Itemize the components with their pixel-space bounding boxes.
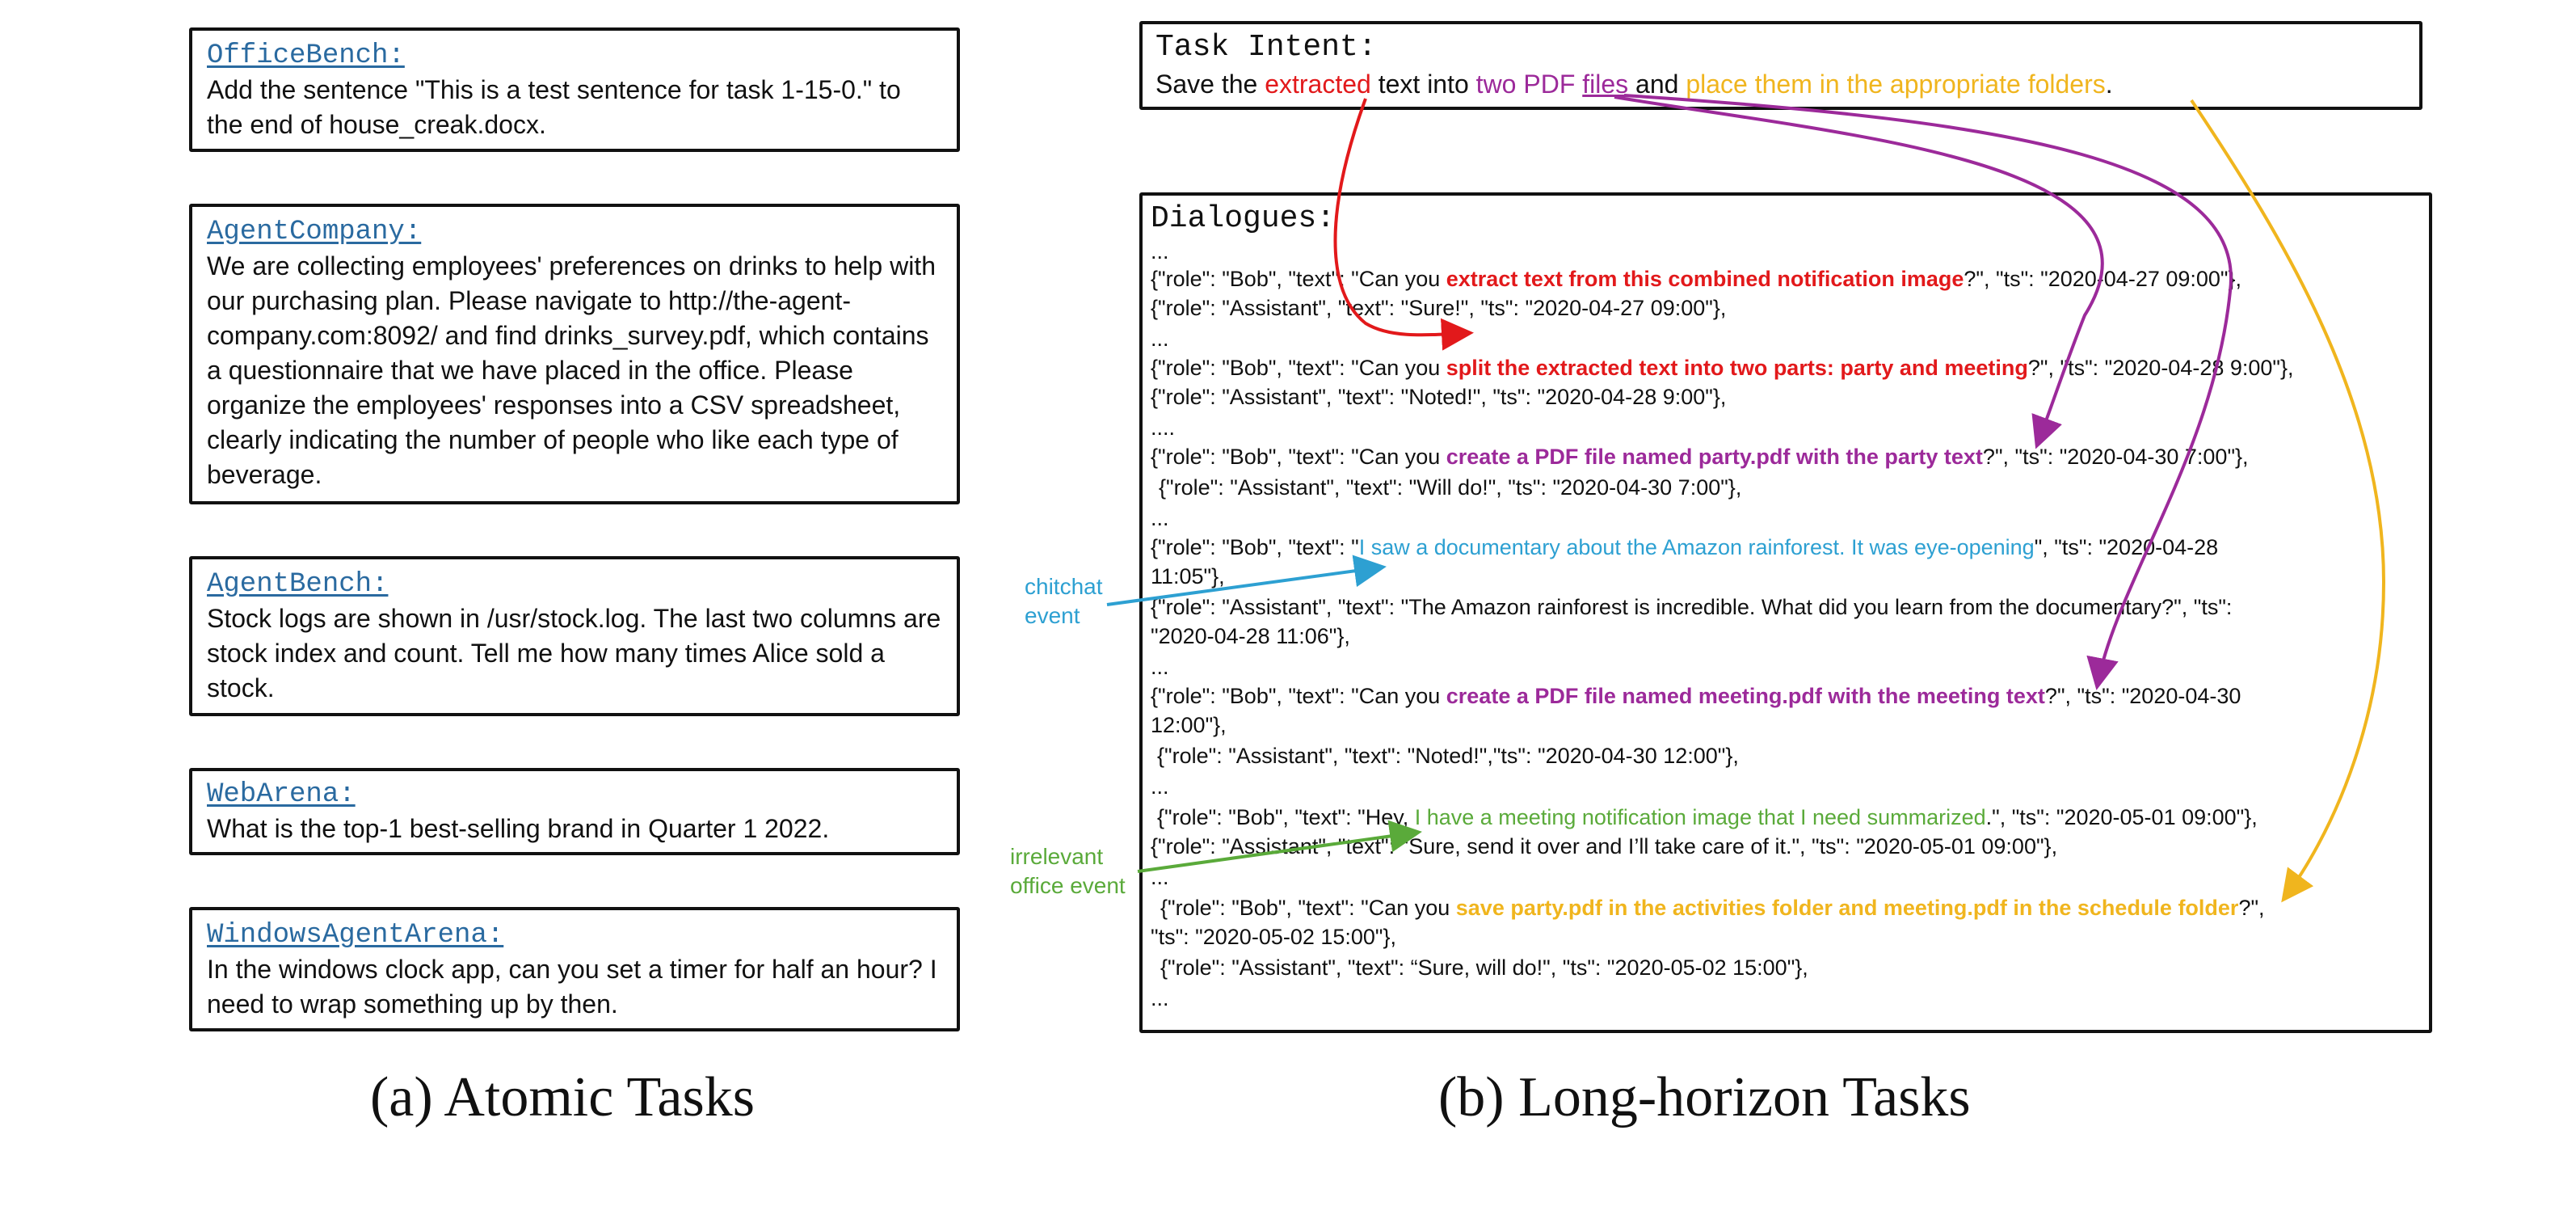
intent-part: Save the (1155, 70, 1265, 99)
dialogue-line: {"role": "Assistant", "text": "Will do!"… (1159, 475, 1742, 500)
dialogue-ellipsis: ... (1151, 865, 1169, 889)
dialogue-line: {"role": "Assistant", "text": "Sure, sen… (1151, 834, 2058, 858)
caption-atomic-tasks: (a) Atomic Tasks (370, 1066, 755, 1128)
agentcompany-text: We are collecting employees' preferences… (207, 251, 936, 489)
caption-long-horizon-tasks: (b) Long-horizon Tasks (1438, 1066, 1971, 1128)
agentbench-text: Stock logs are shown in /usr/stock.log. … (207, 604, 941, 702)
webarena-box: WebArena: What is the top-1 best-selling… (189, 768, 960, 855)
dialogue-text: {"role": "Bob", "text": "Can you (1151, 684, 1446, 708)
intent-part: and (1628, 70, 1686, 99)
dialogue-highlight: I saw a documentary about the Amazon rai… (1358, 535, 2035, 559)
windowsagentarena-box: WindowsAgentArena: In the windows clock … (189, 907, 960, 1031)
dialogue-highlight: extract text from this combined notifica… (1446, 267, 1964, 291)
dialogue-line: {"role": "Assistant", "text": "The Amazo… (1151, 595, 2233, 619)
dialogue-ellipsis: ... (1151, 986, 1169, 1010)
dialogue-line: {"role": "Bob", "text": "Hey, I have a m… (1157, 804, 2258, 831)
agentcompany-title: AgentCompany: (207, 217, 422, 247)
dialogue-text: {"role": "Bob", "text": "Can you (1151, 445, 1446, 469)
dialogue-highlight: I have a meeting notification image that… (1414, 805, 1986, 829)
intent-two-pdf: two PDF (1475, 70, 1576, 99)
dialogue-text: {"role": "Bob", "text": "Can you (1151, 356, 1446, 380)
dialogue-text: .", "ts": "2020-05-01 09:00"}, (1985, 805, 2258, 829)
dialogue-highlight: create a PDF file named party.pdf with t… (1446, 445, 1983, 469)
dialogue-line: {"role": "Bob", "text": "Can you create … (1151, 682, 2241, 710)
intent-part: text into (1370, 70, 1476, 99)
intent-part: . (2105, 70, 2113, 99)
officebench-box: OfficeBench: Add the sentence "This is a… (189, 27, 960, 152)
webarena-title: WebArena: (207, 779, 356, 810)
dialogue-text: {"role": "Bob", "text": " (1151, 535, 1359, 559)
dialogue-line: {"role": "Assistant", "text": "Noted!", … (1151, 385, 1727, 409)
dialogue-highlight: create a PDF file named meeting.pdf with… (1446, 684, 2045, 708)
dialogue-line: "ts": "2020-05-02 15:00"}, (1151, 925, 1397, 949)
chitchat-label-line: chitchat (1025, 574, 1103, 599)
dialogue-ellipsis: ... (1151, 655, 1169, 679)
officebench-title: OfficeBench: (207, 40, 405, 71)
dialogue-line: {"role": "Assistant", "text": "Noted!","… (1157, 744, 1739, 768)
dialogue-line: {"role": "Assistant", "text": “Sure, wil… (1160, 955, 1808, 980)
intent-place: place them in the appropriate folders (1686, 70, 2106, 99)
task-intent-box: Task Intent: Save the extracted text int… (1139, 21, 2422, 110)
task-intent-text: Save the extracted text into two PDF fil… (1155, 66, 2406, 102)
chitchat-event-label: chitchat event (1025, 572, 1103, 631)
agentbench-title: AgentBench: (207, 569, 389, 600)
dialogue-text: ?", "ts": "2020-04-28 9:00"}, (2027, 356, 2294, 380)
irrelevant-label-line: irrelevant (1010, 844, 1104, 869)
dialogue-text: ?", (2238, 896, 2265, 920)
intent-part (1575, 70, 1582, 99)
dialogue-text: {"role": "Bob", "text": "Hey, (1157, 805, 1415, 829)
dialogue-ellipsis: ... (1151, 774, 1169, 799)
agentbench-box: AgentBench: Stock logs are shown in /usr… (189, 556, 960, 716)
dialogue-line: "2020-04-28 11:06"}, (1151, 624, 1350, 648)
dialogue-text: ?", "ts": "2020-04-30 7:00"}, (1982, 445, 2249, 469)
dialogue-ellipsis: ... (1151, 327, 1169, 351)
task-intent-title: Task Intent: (1155, 30, 1377, 65)
dialogues-title: Dialogues: (1151, 201, 1336, 236)
dialogue-highlight: save party.pdf in the activities folder … (1455, 896, 2239, 920)
dialogue-line: 12:00"}, (1151, 713, 1227, 737)
dialogue-line: {"role": "Assistant", "text": "Sure!", "… (1151, 296, 1727, 320)
webarena-text: What is the top-1 best-selling brand in … (207, 814, 830, 843)
dialogue-text: ?", "ts": "2020-04-30 (2044, 684, 2241, 708)
irrelevant-event-label: irrelevant office event (1010, 842, 1126, 901)
chitchat-label-line: event (1025, 603, 1080, 628)
dialogue-highlight: split the extracted text into two parts:… (1446, 356, 2028, 380)
intent-extracted: extracted (1265, 70, 1371, 99)
dialogue-line: {"role": "Bob", "text": "Can you split t… (1151, 354, 2294, 382)
dialogue-text: ", "ts": "2020-04-28 (2034, 535, 2219, 559)
dialogue-line: {"role": "Bob", "text": "I saw a documen… (1151, 534, 2218, 561)
intent-files: files (1582, 70, 1629, 99)
dialogue-line: {"role": "Bob", "text": "Can you extract… (1151, 265, 2241, 293)
agentcompany-box: AgentCompany: We are collecting employee… (189, 204, 960, 504)
irrelevant-label-line: office event (1010, 873, 1126, 898)
windowsagentarena-title: WindowsAgentArena: (207, 920, 504, 951)
dialogue-text: {"role": "Bob", "text": "Can you (1160, 896, 1456, 920)
dialogue-line: {"role": "Bob", "text": "Can you save pa… (1160, 894, 2265, 922)
dialogue-text: ?", "ts": "2020-04-27 09:00"}, (1964, 267, 2242, 291)
dialogue-ellipsis: ... (1151, 506, 1169, 530)
dialogue-ellipsis: ... (1151, 239, 1169, 264)
windowsagentarena-text: In the windows clock app, can you set a … (207, 955, 937, 1019)
dialogue-text: {"role": "Bob", "text": "Can you (1151, 267, 1446, 291)
officebench-text: Add the sentence "This is a test sentenc… (207, 75, 901, 139)
dialogue-line: 11:05"}, (1151, 564, 1225, 588)
dialogue-line: {"role": "Bob", "text": "Can you create … (1151, 443, 2249, 470)
dialogue-ellipsis: .... (1151, 415, 1176, 440)
